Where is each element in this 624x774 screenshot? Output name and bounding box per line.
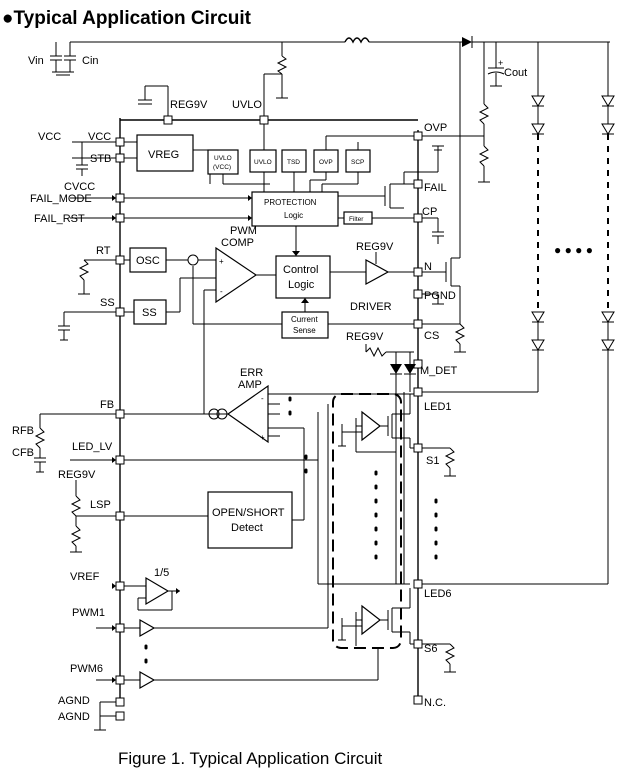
lsp-pin-label: LSP: [90, 499, 111, 511]
pwm1-buffer: [139, 618, 156, 638]
figure-heading: ●Typical Application Circuit: [2, 8, 252, 29]
ovp-pin-label: OVP: [424, 122, 447, 134]
driver-label: DRIVER: [350, 301, 392, 313]
stb-pin-label: STB: [90, 153, 111, 165]
svg-text:1/5: 1/5: [154, 567, 169, 579]
svg-text:+: +: [498, 58, 503, 68]
fail-mode-pin-label: FAIL_MODE: [30, 193, 92, 205]
uvlo-pin-label: UVLO: [232, 99, 262, 111]
led-string-6-top: [422, 95, 615, 585]
cvcc-label: CVCC: [64, 181, 95, 193]
reg9v-lsp-label: REG9V: [58, 469, 96, 481]
s6-pin-label: S6: [424, 643, 437, 655]
svg-text:PWM: PWM: [230, 225, 257, 237]
svg-text:Sense: Sense: [293, 326, 316, 335]
channel-1-driver: [338, 394, 414, 453]
schottky-diode: [462, 37, 472, 47]
pgnd-pin-label: PGND: [424, 290, 456, 302]
reg9v-pin-label: REG9V: [170, 99, 208, 111]
vref-pin-label: VREF: [70, 571, 100, 583]
svg-text:ERR: ERR: [240, 367, 263, 379]
svg-text:+: +: [219, 257, 224, 266]
svg-text:Filter: Filter: [349, 216, 364, 223]
vin-label: Vin: [28, 55, 44, 67]
channel-driver-group: [332, 393, 402, 649]
rt-pin-label: RT: [96, 245, 111, 257]
vref-divider-buffer: [145, 576, 170, 606]
cfb-label: CFB: [12, 447, 34, 459]
fail-rst-pin-label: FAIL_RST: [34, 213, 85, 225]
pwm1-pin-label: PWM1: [72, 607, 105, 619]
fb-pin-label: FB: [100, 399, 114, 411]
protection-logic-block: [251, 191, 339, 227]
pwm6-pin-label: PWM6: [70, 663, 103, 675]
svg-text:TSD: TSD: [287, 159, 300, 166]
svg-text:PROTECTION: PROTECTION: [264, 198, 317, 207]
nc-pin-label: N.C.: [424, 697, 446, 709]
m-det-pin-label: M_DET: [420, 365, 458, 377]
vcc-ext-label: VCC: [38, 131, 61, 143]
svg-text:Detect: Detect: [231, 522, 263, 534]
agnd2-pin-label: AGND: [58, 711, 90, 723]
open-short-detect-block: [207, 491, 293, 549]
cp-pin-label: CP: [422, 206, 437, 218]
s1-pin-label: S1: [426, 455, 439, 467]
led1-pin-label: LED1: [424, 401, 452, 413]
pwm-comparator: [215, 246, 258, 304]
channel-6-driver: [338, 588, 414, 646]
rfb-label: RFB: [12, 425, 34, 437]
ss-pin-label: SS: [100, 297, 115, 309]
svg-text:OVP: OVP: [319, 159, 333, 166]
svg-text:VREG: VREG: [148, 149, 179, 161]
pwm6-buffer: [139, 670, 156, 690]
svg-text:Control: Control: [283, 264, 318, 276]
fail-pin-label: FAIL: [424, 182, 447, 194]
cin-label: Cin: [82, 55, 99, 67]
svg-text:COMP: COMP: [221, 237, 254, 249]
svg-text:(VCC): (VCC): [213, 164, 231, 171]
driver-reg9v-label: REG9V: [356, 241, 394, 253]
svg-text:Logic: Logic: [288, 279, 315, 291]
cs-pin-label: CS: [424, 330, 439, 342]
vreg-block: [136, 134, 194, 172]
reg9v-cs-label: REG9V: [346, 331, 384, 343]
svg-text:OSC: OSC: [136, 255, 160, 267]
cout-label: Cout: [504, 67, 527, 79]
svg-text:AMP: AMP: [238, 379, 262, 391]
svg-text:-: -: [220, 287, 223, 296]
svg-text:UVLO: UVLO: [214, 155, 232, 162]
led-string-1-top: [422, 95, 545, 393]
figure-caption: Figure 1. Typical Application Circuit: [118, 749, 383, 768]
n-pin-label: N: [424, 261, 432, 273]
svg-text:UVLO: UVLO: [254, 159, 272, 166]
svg-text:Current: Current: [291, 315, 318, 324]
led6-pin-label: LED6: [424, 588, 452, 600]
uvlo-block: [249, 149, 277, 173]
vcc-pin-label: VCC: [88, 131, 111, 143]
svg-text:-: -: [261, 394, 264, 403]
driver-buffer: [365, 258, 390, 286]
inductor: [344, 37, 370, 44]
svg-text:+: +: [260, 433, 265, 442]
agnd1-pin-label: AGND: [58, 695, 90, 707]
svg-text:SS: SS: [142, 307, 157, 319]
control-logic-block: [275, 255, 331, 299]
led-ellipsis: ● ● ● ●: [554, 243, 593, 257]
svg-text:SCP: SCP: [351, 159, 364, 166]
led-lv-pin-label: LED_LV: [72, 441, 113, 453]
svg-text:OPEN/SHORT: OPEN/SHORT: [212, 507, 285, 519]
summing-node: [187, 254, 199, 266]
svg-text:Logic: Logic: [284, 211, 303, 220]
